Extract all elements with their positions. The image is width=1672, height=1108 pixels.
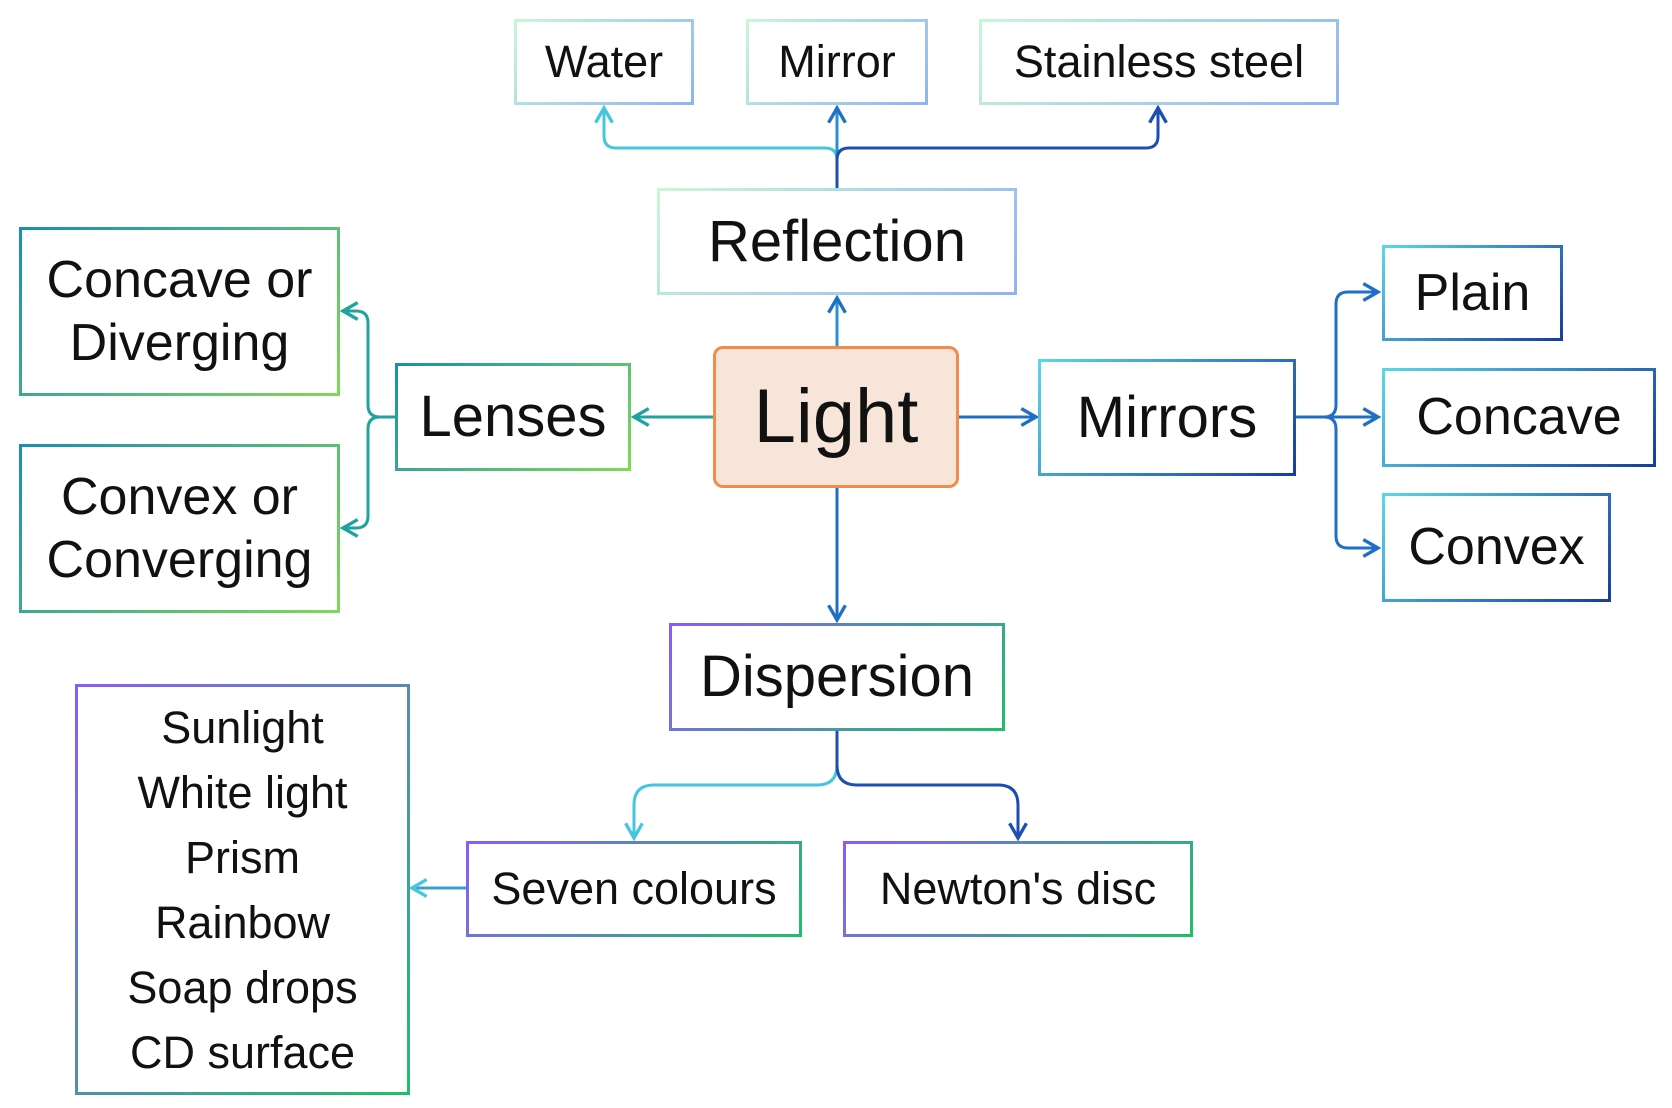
connector-reflection-steel: [835, 104, 1168, 188]
node-plain-label: Plain: [1414, 263, 1531, 322]
node-seven-colours-label: Seven colours: [491, 863, 777, 914]
node-concave[interactable]: Concave: [1382, 368, 1656, 467]
node-newtons-disc[interactable]: Newton's disc: [843, 841, 1193, 937]
node-convex-converging[interactable]: Convex or Converging: [19, 444, 340, 613]
connector-lenses-convex: [339, 415, 395, 538]
node-newtons-disc-label: Newton's disc: [879, 863, 1157, 914]
node-light-label: Light: [753, 374, 919, 460]
node-concave-diverging-line2: Diverging: [69, 313, 290, 372]
node-reflection-label: Reflection: [708, 208, 966, 274]
example-item: Prism: [185, 831, 300, 883]
example-item: CD surface: [129, 1026, 356, 1078]
connector-mirrors-plain: [1296, 282, 1382, 419]
node-dispersion[interactable]: Dispersion: [669, 623, 1005, 731]
node-lenses-label: Lenses: [419, 384, 607, 450]
node-convex-label: Convex: [1408, 518, 1585, 577]
node-mirror[interactable]: Mirror: [746, 19, 928, 105]
example-item: Sunlight: [161, 701, 324, 753]
connector-lenses-concave: [339, 301, 395, 419]
node-concave-label: Concave: [1416, 388, 1622, 447]
node-mirrors-label: Mirrors: [1076, 384, 1258, 450]
node-seven-colours[interactable]: Seven colours: [466, 841, 802, 937]
connector-reflection-water: [594, 104, 839, 188]
node-dispersion-examples[interactable]: Sunlight White light Prism Rainbow Soap …: [75, 684, 410, 1095]
example-item: Soap drops: [127, 961, 358, 1013]
node-concave-diverging-line1: Concave or: [46, 251, 313, 310]
node-water-label: Water: [544, 36, 664, 87]
node-concave-diverging[interactable]: Concave or Diverging: [19, 227, 340, 396]
node-convex[interactable]: Convex: [1382, 493, 1611, 602]
node-reflection[interactable]: Reflection: [657, 188, 1017, 295]
node-stainless-steel-label: Stainless steel: [1013, 36, 1305, 87]
node-lenses[interactable]: Lenses: [395, 363, 631, 471]
node-water[interactable]: Water: [514, 19, 694, 105]
connector-mirrors-convex: [1296, 415, 1382, 558]
node-plain[interactable]: Plain: [1382, 245, 1563, 341]
node-stainless-steel[interactable]: Stainless steel: [979, 19, 1339, 105]
node-mirrors[interactable]: Mirrors: [1038, 359, 1296, 476]
node-light[interactable]: Light: [713, 346, 959, 488]
example-item: White light: [137, 766, 348, 818]
example-item: Rainbow: [154, 896, 331, 948]
connector-dispersion-newton: [835, 731, 1028, 842]
node-mirror-label: Mirror: [778, 36, 896, 87]
node-convex-converging-line2: Converging: [46, 530, 313, 589]
node-dispersion-label: Dispersion: [700, 644, 974, 710]
connector-dispersion-seven: [624, 731, 839, 842]
node-convex-converging-line1: Convex or: [61, 468, 298, 527]
